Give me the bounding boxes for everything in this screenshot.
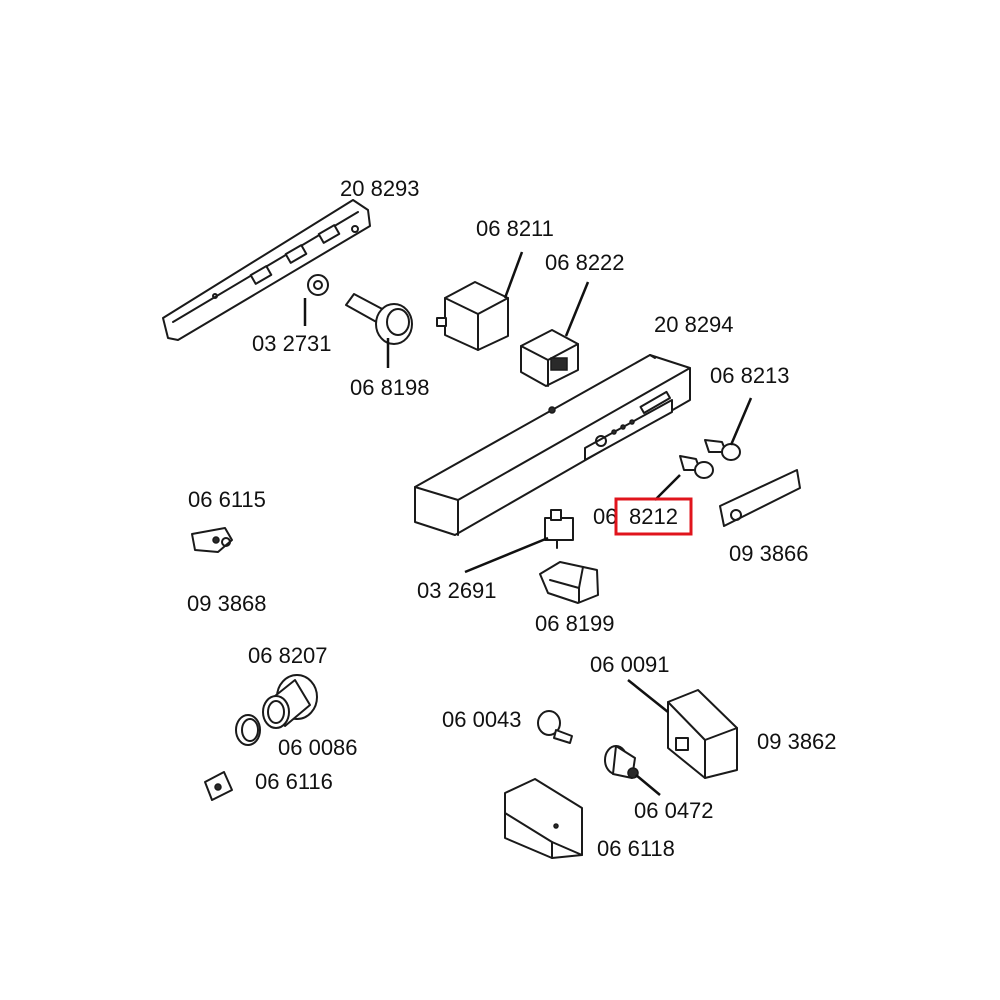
part-label: 03 2731 — [252, 331, 332, 356]
part-label: 06 8213 — [710, 363, 790, 388]
part-label: 06 8199 — [535, 611, 615, 636]
cover-plate-part — [504, 778, 583, 859]
u-bracket-part — [539, 561, 599, 604]
part-label: 09 3862 — [757, 729, 837, 754]
control-panel-part — [414, 354, 691, 536]
part-label: 06 8198 — [350, 375, 430, 400]
part-label: 06 6118 — [597, 836, 675, 861]
leader-line — [564, 281, 590, 337]
nut-part — [307, 274, 329, 296]
relay-part — [520, 329, 579, 387]
lens-disc-part — [235, 714, 261, 746]
part-label: 06 6116 — [255, 769, 333, 794]
part-label: 03 2691 — [417, 578, 497, 603]
part-label: 06 0043 — [442, 707, 522, 732]
lamp-holder-part — [262, 674, 318, 729]
leader-line — [635, 774, 661, 796]
highlight-box — [614, 497, 693, 536]
part-label: 06 8222 — [545, 250, 625, 275]
rating-plate-part — [719, 469, 801, 527]
bulb-part — [537, 710, 573, 744]
leader-line — [654, 474, 681, 501]
lamp-socket-part — [604, 745, 639, 779]
part-label: 06 0472 — [634, 798, 714, 823]
leader-line — [503, 251, 524, 299]
part-label: 06 6115 — [188, 487, 266, 512]
leader-line — [729, 397, 753, 446]
part-label: 20 8294 — [654, 312, 734, 337]
micro-switch-part — [544, 509, 574, 549]
part-label: 09 3866 — [729, 541, 809, 566]
knob-part — [345, 293, 413, 345]
part-label: 20 8293 — [340, 176, 420, 201]
switch-box-part — [436, 281, 509, 351]
highlighted-part-number: 8212 — [629, 504, 678, 529]
indicator-lamp-part — [704, 439, 741, 461]
part-label: 06 8207 — [248, 643, 328, 668]
part-label: 09 3868 — [187, 591, 267, 616]
clip-part — [204, 771, 233, 801]
lamp-housing-part — [667, 689, 738, 779]
indicator-lamp-part — [679, 455, 714, 479]
leader-line — [627, 679, 669, 713]
part-label: 06 0091 — [590, 652, 670, 677]
clip-part — [191, 527, 233, 553]
part-label: 06 0086 — [278, 735, 358, 760]
leader-line — [464, 536, 549, 574]
part-label: 06 8211 — [476, 216, 554, 241]
part-label-prefix: 06 — [593, 504, 617, 529]
bracket-rail-part — [162, 199, 371, 341]
